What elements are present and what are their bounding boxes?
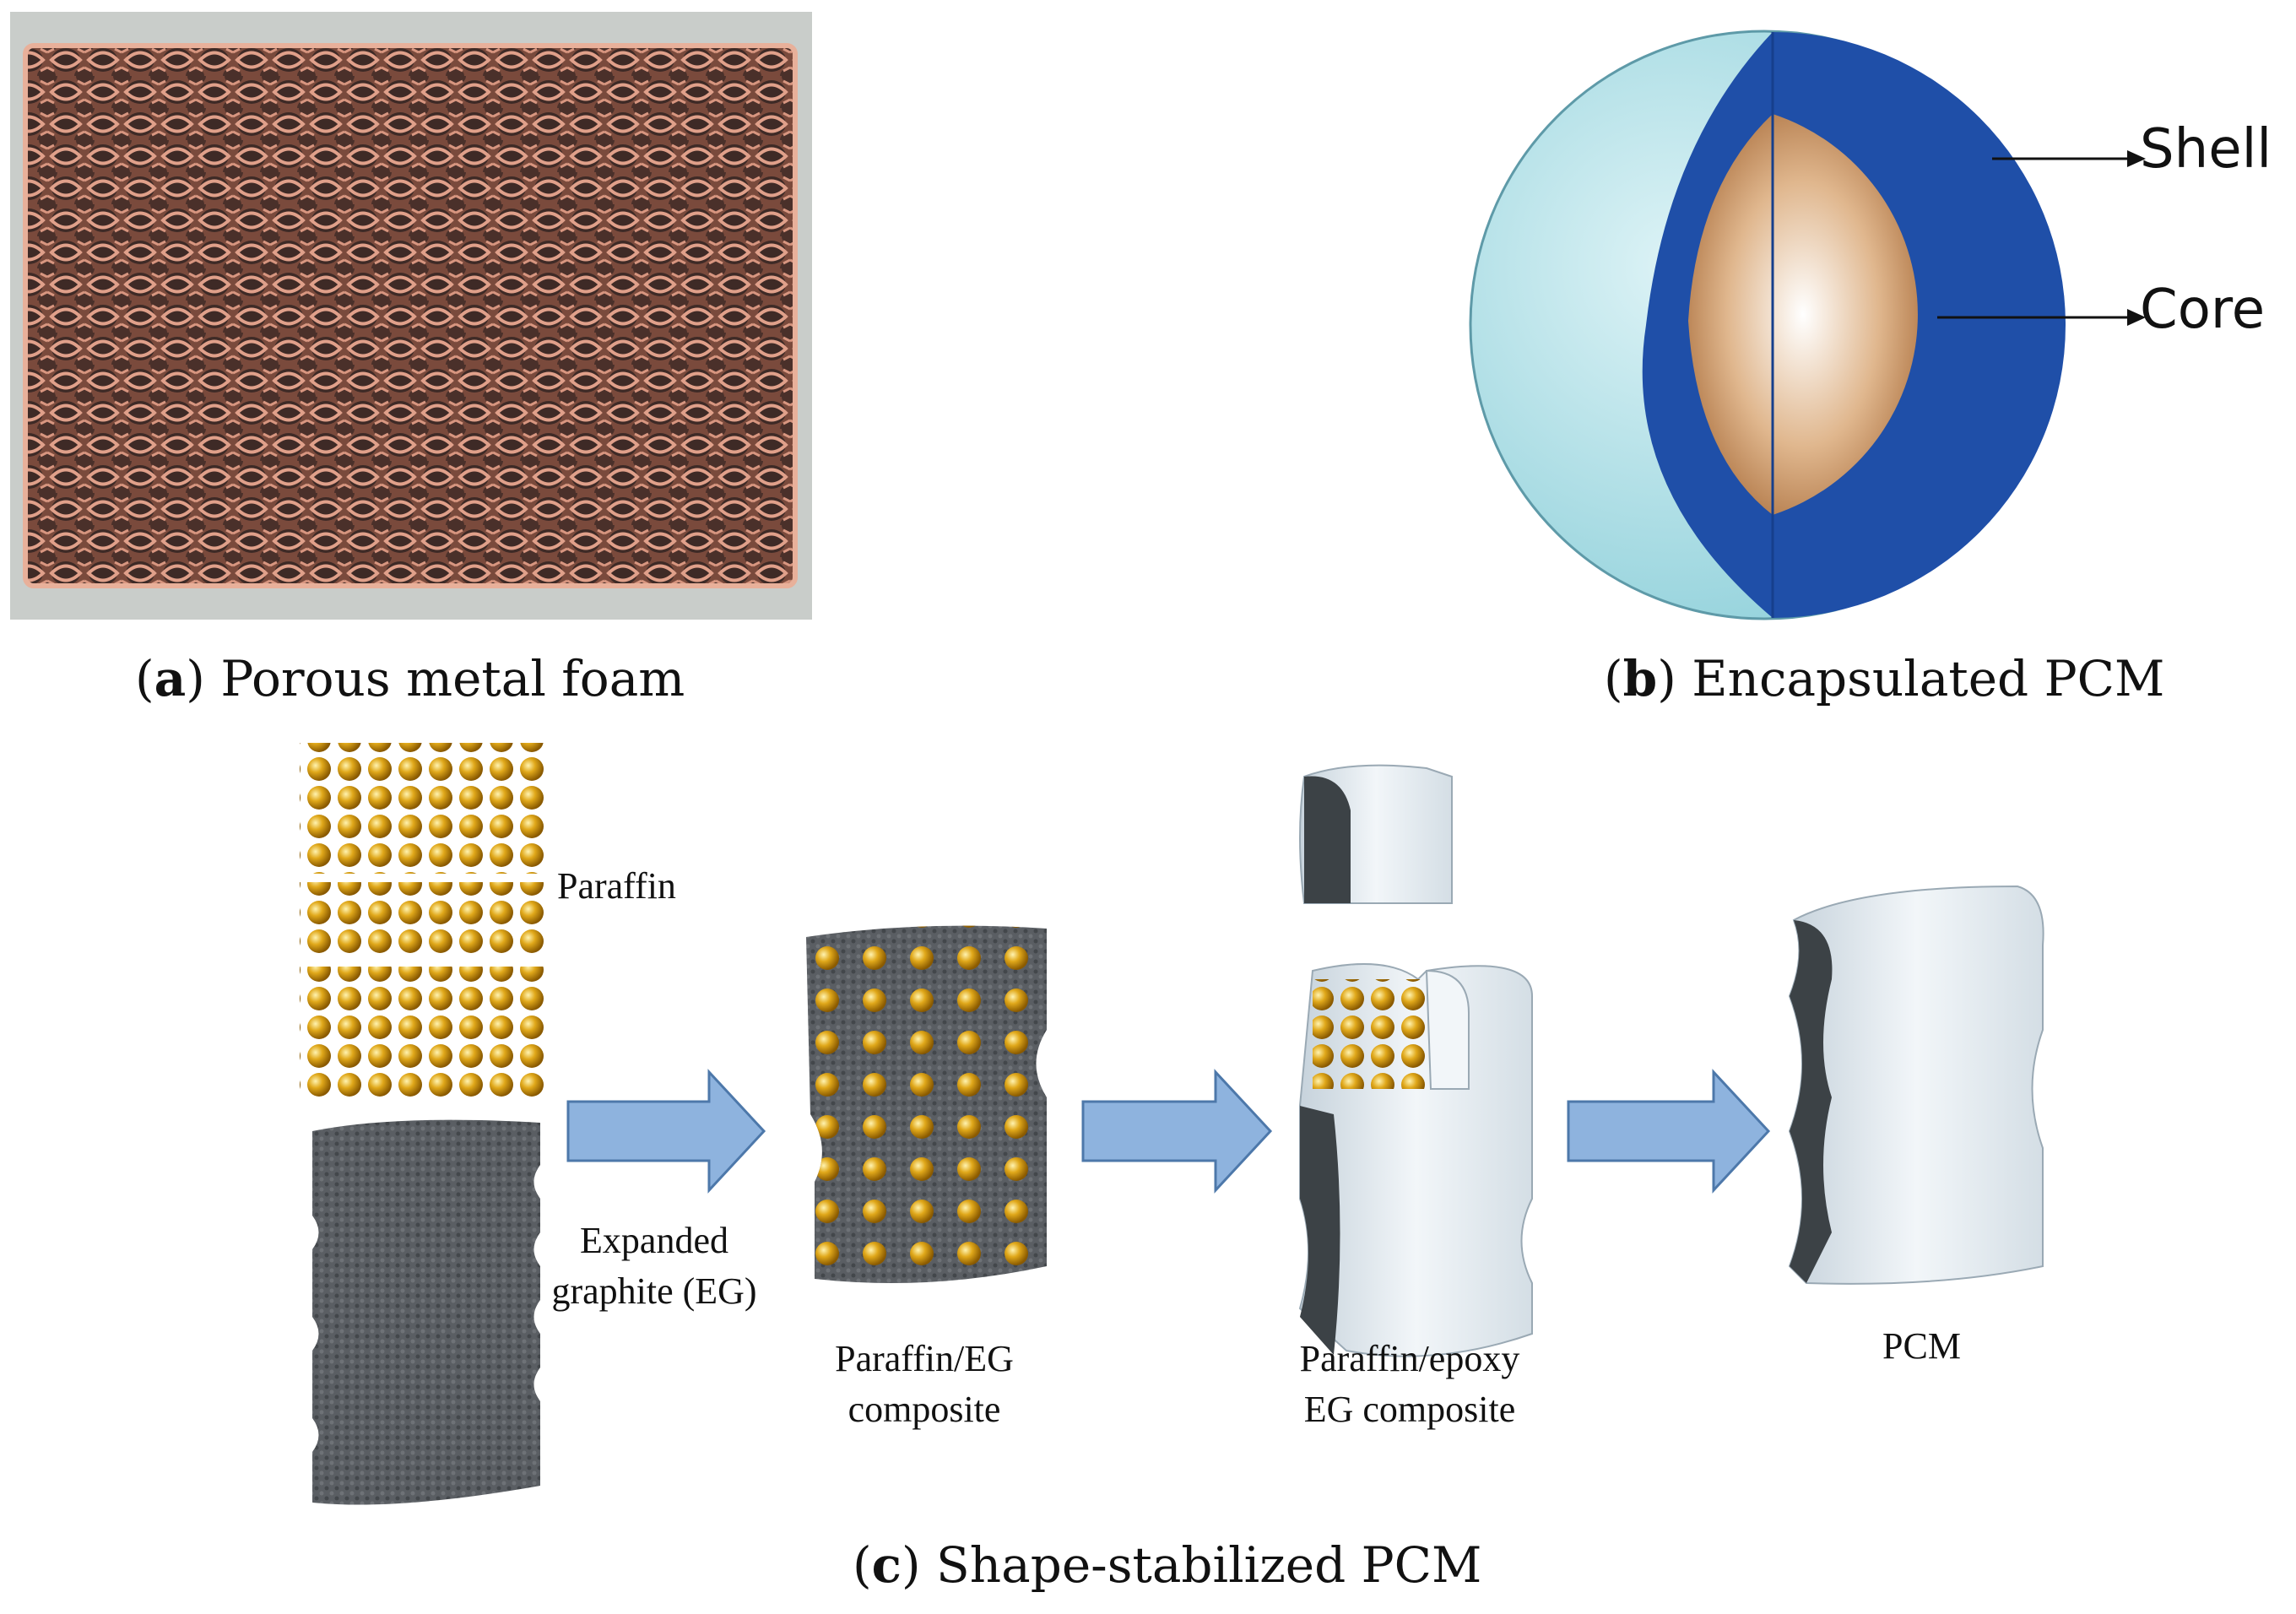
expanded-graphite-block bbox=[312, 1119, 540, 1505]
paraffin-epoxy-composite-label: Paraffin/epoxy EG composite bbox=[1299, 1338, 1520, 1430]
expanded-graphite-label: Expanded graphite (EG) bbox=[551, 1220, 757, 1312]
process-arrow-2 bbox=[1081, 1069, 1273, 1194]
process-arrow-1 bbox=[566, 1069, 766, 1194]
core bbox=[1688, 114, 1918, 515]
pcm-block bbox=[1788, 885, 2044, 1285]
metal-foam-image bbox=[10, 12, 812, 620]
caption-b: (b) Encapsulated PCM bbox=[1604, 650, 2165, 707]
caption-a: (a) Porous metal foam bbox=[135, 650, 685, 707]
paraffin-label: Paraffin bbox=[557, 865, 676, 907]
process-diagram bbox=[300, 743, 2044, 1505]
caption-c: (c) Shape-stabilized PCM bbox=[853, 1536, 1482, 1594]
capsule-diagram bbox=[1469, 30, 2146, 620]
epoxy-composite-body bbox=[1298, 963, 1533, 1357]
encapsulated-pcm-diagram bbox=[1452, 17, 2296, 625]
process-arrow-3 bbox=[1567, 1069, 1771, 1194]
paraffin-particles bbox=[300, 743, 544, 1097]
epoxy-cap-piece bbox=[1299, 764, 1453, 904]
shell-label: Shell bbox=[2140, 118, 2272, 181]
metal-foam-photo bbox=[10, 12, 812, 620]
pcm-label: PCM bbox=[1882, 1325, 1961, 1367]
paraffin-eg-composite bbox=[806, 925, 1047, 1283]
shape-stabilized-pcm-diagram bbox=[0, 726, 2296, 1536]
paraffin-eg-composite-label: Paraffin/EG composite bbox=[835, 1338, 1014, 1430]
core-label: Core bbox=[2140, 279, 2266, 341]
